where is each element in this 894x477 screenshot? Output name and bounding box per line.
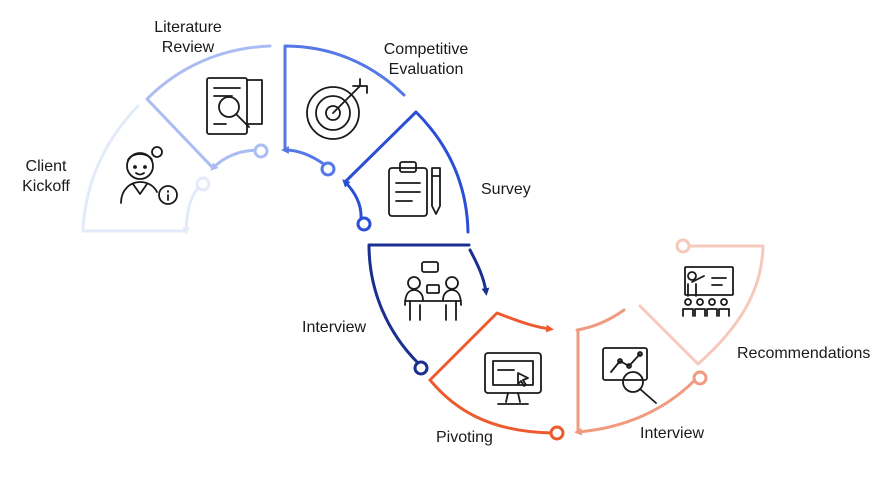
clipboard-icon <box>388 161 441 217</box>
segment-literature-review <box>145 44 272 168</box>
stage-interview-2 <box>577 308 708 432</box>
segment-survey <box>345 110 470 234</box>
stage-competitive-evaluation <box>285 44 406 177</box>
stage-pivoting <box>428 311 565 441</box>
segment-pivoting <box>428 311 555 435</box>
target-icon <box>306 78 368 140</box>
endpoint-client-kickoff <box>195 176 211 192</box>
endpoint-pivoting <box>549 425 565 441</box>
monitor-icon <box>484 352 542 405</box>
consultant-icon <box>120 146 178 205</box>
analysis-icon <box>602 347 657 404</box>
label-recommendations: Recommendations <box>737 345 871 362</box>
meeting-icon <box>404 261 462 321</box>
stage-literature-review <box>145 44 272 168</box>
endpoint-competitive-evaluation <box>320 161 336 177</box>
segment-competitive-evaluation <box>285 44 406 167</box>
endpoint-survey <box>356 216 372 232</box>
endpoint-interview-1 <box>413 360 429 376</box>
label-interview-1: Interview <box>302 319 367 336</box>
label-survey: Survey <box>481 181 531 198</box>
label-competitive-evaluation: Competitive Evaluation <box>383 41 469 78</box>
stage-survey <box>345 110 470 234</box>
stage-client-kickoff <box>81 104 211 231</box>
endpoint-literature-review <box>253 143 269 159</box>
segment-client-kickoff <box>81 104 203 231</box>
endpoint-recommendations <box>675 238 691 254</box>
presentation-icon <box>682 266 734 317</box>
document-search-icon <box>206 77 263 135</box>
label-literature-review: Literature Review <box>154 19 222 56</box>
segment-interview-2 <box>577 308 697 432</box>
label-pivoting: Pivoting <box>436 429 493 446</box>
segment-recommendations <box>638 242 765 366</box>
endpoint-interview-2 <box>692 370 708 386</box>
label-interview-2: Interview <box>640 425 705 442</box>
label-client-kickoff: Client Kickoff <box>22 158 70 195</box>
stage-interview-1 <box>367 243 486 376</box>
segment-interview-1 <box>367 243 486 365</box>
stage-recommendations <box>638 238 765 366</box>
